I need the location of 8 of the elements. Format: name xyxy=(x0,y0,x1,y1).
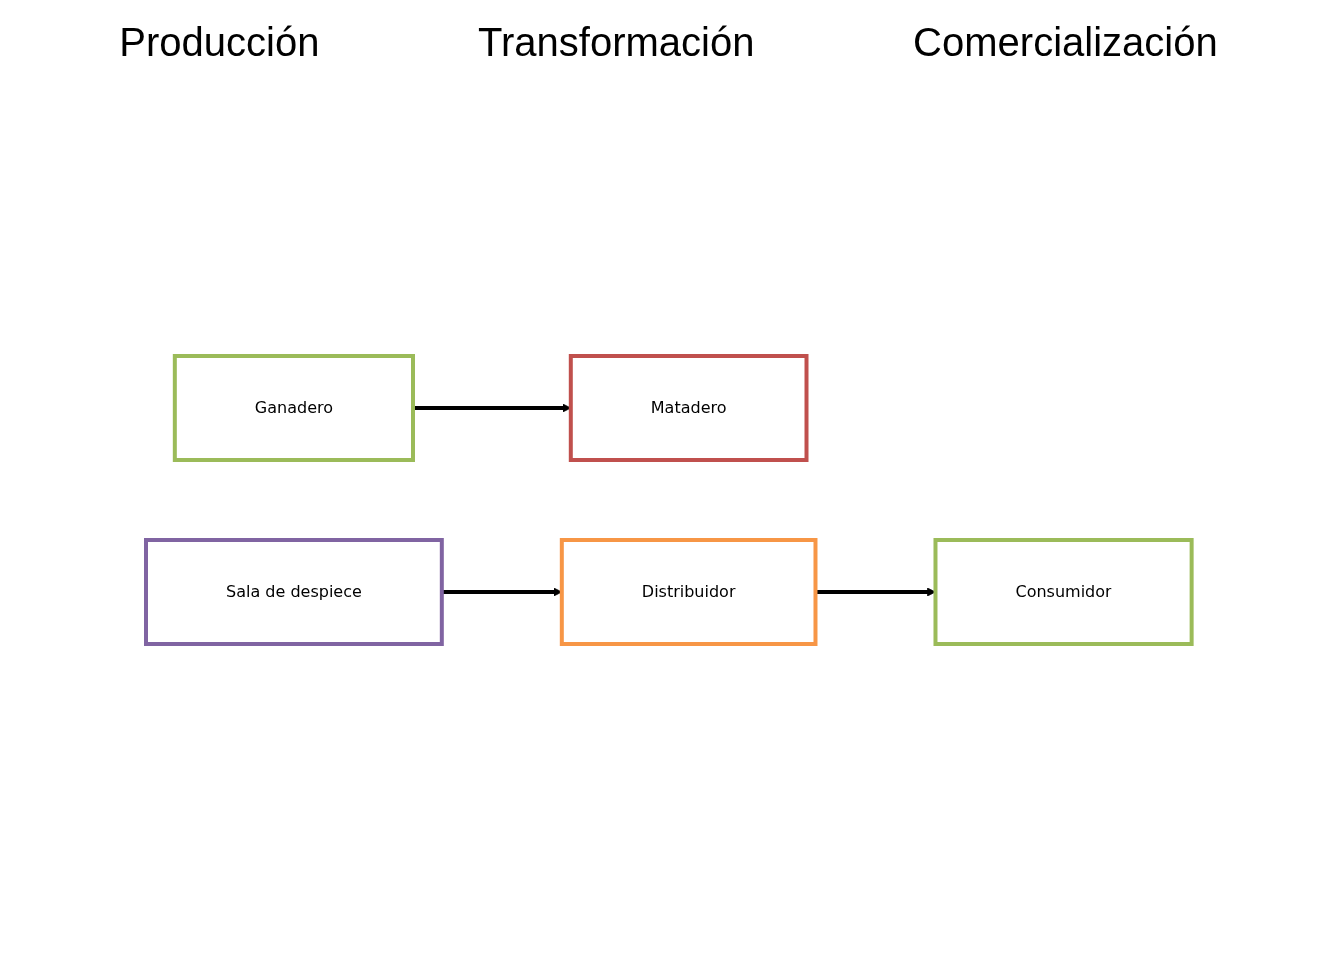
node-box: Sala de despiece xyxy=(143,538,444,646)
node-box: Ganadero xyxy=(172,354,415,462)
node-box: Matadero xyxy=(568,354,809,462)
stage-heading: Producción xyxy=(119,20,320,65)
stage-heading: Comercialización xyxy=(913,20,1218,65)
node-box: Distribuidor xyxy=(559,538,818,646)
node-box: Consumidor xyxy=(933,538,1194,646)
stage-heading: Transformación xyxy=(478,20,755,65)
